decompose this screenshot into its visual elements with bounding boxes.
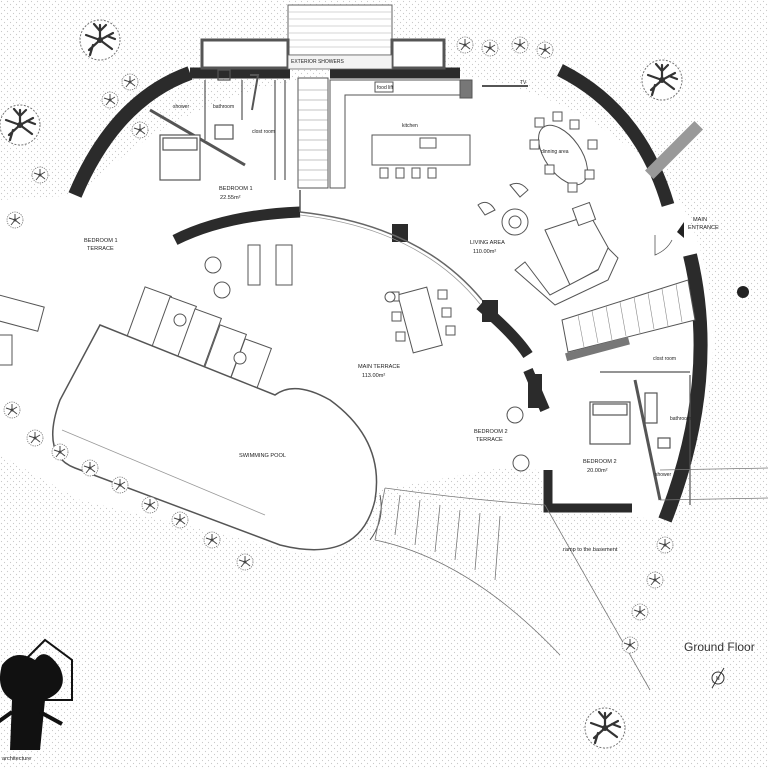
label-closet-left: clost room	[252, 129, 275, 135]
tree-icon	[640, 58, 684, 102]
shrub-icon	[481, 39, 499, 57]
entrance-canopy	[645, 121, 703, 179]
label-ramp: ramp to the basement	[563, 547, 618, 553]
planter	[200, 38, 290, 70]
shrub-icon	[101, 91, 119, 109]
label-bedroom2: BEDROOM 2	[583, 459, 617, 465]
shrub-icon	[236, 553, 254, 571]
label-shower-right: shower	[655, 472, 671, 478]
label-tv: TV	[520, 80, 527, 86]
label-exterior-showers: EXTERIOR SHOWERS	[291, 59, 344, 65]
bedroom-2-terrace-chairs	[506, 406, 530, 472]
drawing-title: Ground Floor	[684, 640, 755, 654]
entrance-light	[737, 286, 749, 298]
kitchen-furniture	[329, 79, 473, 189]
label-bedroom1-terrace-a: BEDROOM 1	[84, 238, 118, 244]
shrub-icon	[621, 636, 639, 654]
glazing-arc	[299, 211, 483, 301]
pillar	[392, 224, 408, 242]
bedroom-1-interior	[149, 69, 286, 181]
label-main-entrance-a: MAIN	[693, 217, 707, 223]
label-dinning: dinning area	[541, 149, 569, 155]
shrub-icon	[31, 166, 49, 184]
stair-treads	[298, 89, 328, 181]
pool-step-arc	[369, 494, 382, 541]
dining-table	[529, 111, 598, 193]
logo-text: architecture	[2, 756, 31, 762]
basement-stairs	[561, 279, 696, 353]
pool-inner-edge	[61, 429, 266, 516]
label-food-lift: food lift	[377, 85, 394, 91]
shrub-icon	[131, 121, 149, 139]
label-living: LIVING AREA	[470, 240, 505, 246]
shrub-icon	[121, 73, 139, 91]
shrub-icon	[26, 429, 44, 447]
entrance-arrow	[677, 222, 684, 238]
shrub-icon	[171, 511, 189, 529]
tree-icon	[583, 706, 627, 750]
label-closet-right: clost room	[653, 356, 676, 362]
label-bedroom2-terrace-a: BEDROOM 2	[474, 429, 508, 435]
shrub-icon	[141, 496, 159, 514]
shrub-icon	[646, 571, 664, 589]
label-main-terrace: MAIN TERRACE	[358, 364, 400, 370]
basement-stair-treads	[577, 283, 683, 348]
label-bathroom-left: bathroom	[213, 104, 234, 110]
staircase	[297, 77, 329, 189]
glazing-arc	[299, 214, 481, 305]
label-main-entrance-b: ENTRANCE	[688, 225, 719, 231]
shrub-icon	[536, 41, 554, 59]
label-bedroom1-terrace-b: TERRACE	[87, 246, 114, 252]
shrub-icon	[6, 211, 24, 229]
label-bathroom-right: bathroom	[670, 416, 691, 422]
shrub-icon	[51, 443, 69, 461]
living-furniture	[477, 182, 619, 306]
shrub-icon	[3, 401, 21, 419]
label-bedroom2-terrace-b: TERRACE	[476, 437, 503, 443]
deck-boards	[288, 11, 392, 48]
pillar	[482, 300, 498, 322]
label-bedroom1-area: 22.55m²	[220, 195, 241, 201]
north-label: N	[716, 676, 720, 682]
planter	[390, 38, 446, 70]
north-arrow	[711, 667, 725, 689]
label-swimming-pool: SWIMMING POOL	[239, 453, 286, 459]
label-bedroom2-area: 20.00m²	[587, 468, 608, 474]
studio-logo	[0, 638, 73, 750]
label-shower-left: shower	[173, 104, 189, 110]
label-living-area: 110.00m²	[473, 249, 496, 255]
exterior-showers-deck	[287, 4, 393, 56]
showers-strip	[287, 54, 393, 70]
shrub-icon	[203, 531, 221, 549]
label-kitchen: kitchen	[402, 123, 418, 129]
bedroom-2-interior	[589, 371, 691, 505]
label-bedroom1: BEDROOM 1	[219, 186, 253, 192]
room-labels: EXTERIOR SHOWERS shower bathroom clost r…	[2, 59, 755, 762]
shrub-icon	[81, 459, 99, 477]
shrub-icon	[631, 603, 649, 621]
shrub-icon	[656, 536, 674, 554]
shrub-icon	[456, 36, 474, 54]
pillar	[528, 374, 542, 408]
shrub-icon	[511, 36, 529, 54]
stair-wall	[565, 336, 630, 362]
tree-icon	[78, 18, 122, 62]
shrub-icon	[111, 476, 129, 494]
terrace-dining-table	[384, 286, 456, 354]
ramp-to-basement	[374, 467, 768, 691]
tree-icon	[0, 103, 42, 147]
label-main-terrace-area: 113.00m²	[362, 373, 385, 379]
entry-door	[654, 235, 673, 256]
